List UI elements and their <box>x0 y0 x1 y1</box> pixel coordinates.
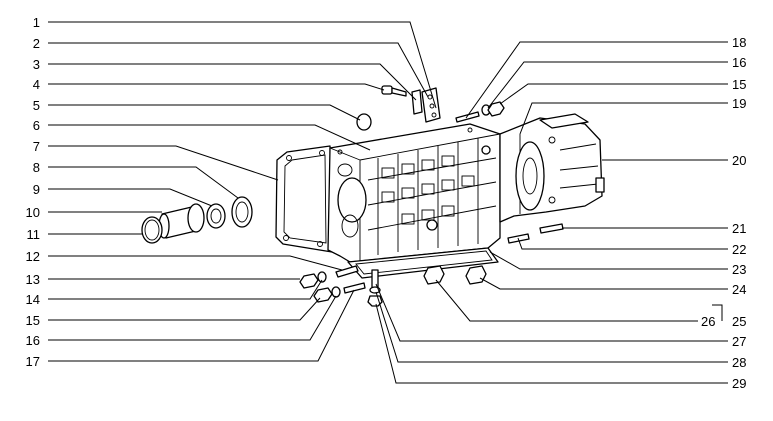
callout-8: 8 <box>33 160 40 175</box>
nut-washer-left <box>299 271 327 289</box>
callout-2: 2 <box>33 36 40 51</box>
callout-15-left: 15 <box>26 313 40 328</box>
callout-14: 14 <box>26 292 40 307</box>
callout-19: 19 <box>732 96 746 111</box>
callout-16-left: 16 <box>26 333 40 348</box>
callout-23: 23 <box>732 262 746 277</box>
callout-12: 12 <box>26 249 40 264</box>
callout-11: 11 <box>27 227 41 242</box>
callout-3: 3 <box>33 57 40 72</box>
leader-lines <box>48 21 728 384</box>
guide-sleeve <box>158 203 205 239</box>
stud-washer-nut-lower <box>313 282 366 303</box>
bearing-ring <box>206 203 226 229</box>
callout-13: 13 <box>26 272 40 287</box>
gearbox-housing <box>327 123 501 263</box>
stud-left <box>335 265 359 278</box>
callout-22: 22 <box>732 242 746 257</box>
callout-labels: 1 2 3 4 5 6 7 8 9 10 11 12 13 14 15 16 1… <box>26 15 747 391</box>
callout-5: 5 <box>33 98 40 113</box>
callout-24: 24 <box>732 282 746 297</box>
callout-27: 27 <box>732 334 746 349</box>
stud-washer-nut-upper <box>455 101 505 123</box>
oil-seal-ring <box>231 196 253 228</box>
callout-10: 10 <box>26 205 40 220</box>
drain-plug <box>356 113 372 131</box>
callout-26: 26 <box>701 314 715 329</box>
studs-right <box>507 223 564 244</box>
oil-pan-gasket <box>347 247 499 279</box>
breather-bolt <box>381 85 407 97</box>
callout-25: 25 <box>732 314 746 329</box>
callout-18: 18 <box>732 35 746 50</box>
rear-extension-housing <box>499 113 605 223</box>
callout-15-right: 15 <box>732 77 746 92</box>
gasket-plate <box>275 145 333 253</box>
callout-4: 4 <box>33 77 40 92</box>
callout-7: 7 <box>33 139 40 154</box>
callout-17: 17 <box>26 354 40 369</box>
callout-9: 9 <box>33 182 40 197</box>
o-ring <box>141 216 163 244</box>
callout-20: 20 <box>732 153 746 168</box>
bracket-plate <box>411 87 441 123</box>
callout-1: 1 <box>33 15 40 30</box>
callout-6: 6 <box>33 118 40 133</box>
callout-28: 28 <box>732 355 746 370</box>
callout-21: 21 <box>732 221 746 236</box>
callout-29: 29 <box>732 376 746 391</box>
callout-16-right: 16 <box>732 55 746 70</box>
filler-plugs <box>423 265 487 285</box>
